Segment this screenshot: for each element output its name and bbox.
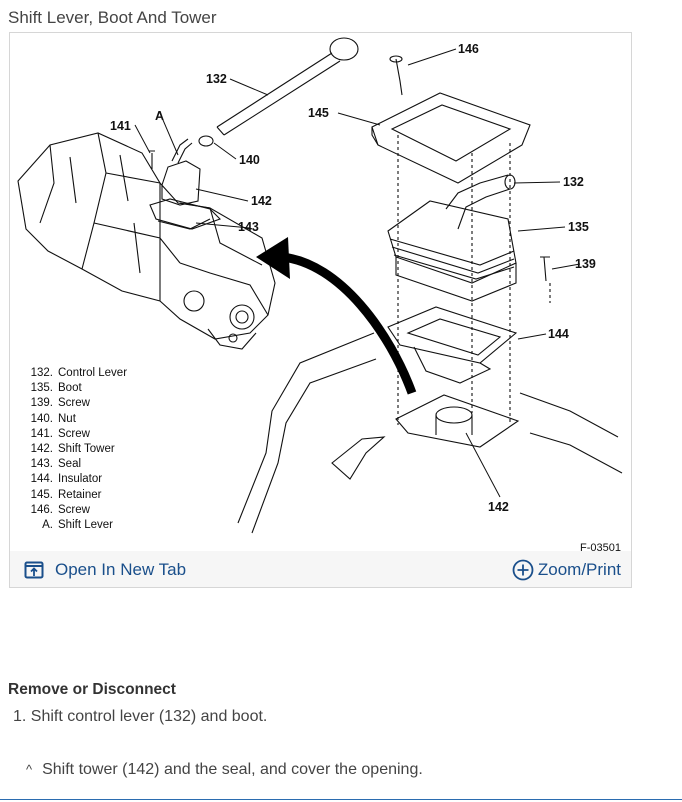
legend-item: A.Shift Lever xyxy=(42,519,113,532)
callout-132-left: 132 xyxy=(206,72,227,86)
open-in-new-tab-icon xyxy=(24,561,44,579)
figure-legend: 132.Control Lever 135.Boot 139.Screw 140… xyxy=(26,366,127,533)
exploded-diagram[interactable]: 132 141 A 140 142 143 145 146 132 135 13… xyxy=(10,33,631,554)
tower-base-plate xyxy=(395,394,520,448)
callout-132-right: 132 xyxy=(563,175,584,189)
figure-card: 132 141 A 140 142 143 145 146 132 135 13… xyxy=(9,32,632,588)
zoom-print-label: Zoom/Print xyxy=(537,560,621,579)
callout-135: 135 xyxy=(568,220,589,234)
section-heading: Remove or Disconnect xyxy=(8,681,176,698)
legend-item: 143.Seal xyxy=(30,458,82,471)
insulator xyxy=(387,306,518,364)
legend-item: 144.Insulator xyxy=(30,473,103,486)
boot xyxy=(387,200,517,284)
install-arrow xyxy=(281,252,417,395)
open-in-new-tab-button[interactable]: Open In New Tab xyxy=(24,560,186,580)
page-title: Shift Lever, Boot And Tower xyxy=(8,8,217,27)
callout-139: 139 xyxy=(575,257,596,271)
legend-item: 139.Screw xyxy=(30,397,90,410)
legend-item: 141.Screw xyxy=(30,427,90,440)
step-1-text: 1. Shift control lever (132) and boot. xyxy=(13,708,268,725)
sub-step: ^ Shift tower (142) and the seal, and cov… xyxy=(26,761,423,779)
retainer-plate xyxy=(371,92,531,184)
callout-144: 144 xyxy=(548,327,569,341)
callout-142-bottom: 142 xyxy=(488,500,509,514)
figure-toolbar: Open In New Tab Zoom/Print xyxy=(10,551,631,587)
callout-141: 141 xyxy=(110,119,131,133)
zoom-print-button[interactable]: Zoom/Print xyxy=(512,559,621,581)
callout-a: A xyxy=(155,109,164,123)
legend-item: 145.Retainer xyxy=(30,488,102,501)
legend-item: 140.Nut xyxy=(30,412,76,425)
zoom-plus-icon xyxy=(512,559,534,581)
diagram-drawing: 132 141 A 140 142 143 145 146 132 135 13… xyxy=(17,37,623,534)
sub-step-text: Shift tower (142) and the seal, and cove… xyxy=(42,761,423,778)
callout-145: 145 xyxy=(308,106,329,120)
bottom-divider xyxy=(0,799,682,800)
callout-146: 146 xyxy=(458,42,479,56)
legend-item: 132.Control Lever xyxy=(30,367,128,379)
callout-140: 140 xyxy=(239,153,260,167)
open-in-new-tab-label: Open In New Tab xyxy=(55,560,187,579)
caret-icon: ^ xyxy=(26,762,33,777)
legend-item: 146.Screw xyxy=(30,503,90,516)
transmission-housing xyxy=(17,132,276,340)
callout-142-left: 142 xyxy=(251,194,272,208)
legend-item: 135.Boot xyxy=(30,382,82,395)
callout-143: 143 xyxy=(238,220,259,234)
legend-item: 142.Shift Tower xyxy=(30,443,115,456)
